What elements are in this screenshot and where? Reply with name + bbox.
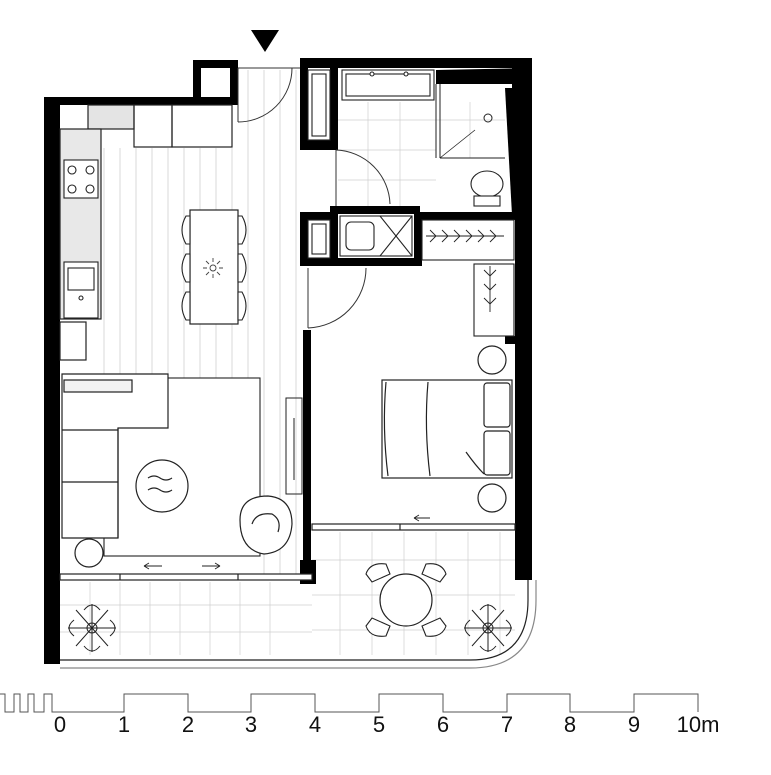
scale-label-3: 3 bbox=[244, 712, 258, 737]
hangers bbox=[426, 229, 504, 312]
scale-label-6: 6 bbox=[436, 712, 450, 737]
living-sliding-door[interactable] bbox=[59, 562, 313, 581]
sink-icon bbox=[63, 261, 99, 319]
cooktop-icon bbox=[63, 159, 99, 199]
bed bbox=[381, 379, 513, 479]
balcony-chairs bbox=[365, 563, 447, 637]
wardrobe bbox=[421, 219, 515, 337]
scale-label-10m: 10m bbox=[676, 712, 720, 737]
scale-label-4: 4 bbox=[308, 712, 322, 737]
walls bbox=[44, 58, 532, 664]
side-stool bbox=[74, 538, 104, 568]
shower bbox=[435, 84, 505, 159]
dining-chairs bbox=[181, 215, 247, 321]
armchair bbox=[239, 495, 293, 555]
dining-table bbox=[189, 209, 239, 325]
vanity bbox=[341, 69, 435, 101]
laundry bbox=[339, 215, 413, 257]
flower-icon bbox=[203, 258, 223, 278]
balcony-edge bbox=[60, 580, 537, 669]
scale-label-8: 8 bbox=[563, 712, 577, 737]
scale-label-2: 2 bbox=[181, 712, 195, 737]
plant-right-icon bbox=[464, 604, 512, 652]
bedroom-sliding-door[interactable] bbox=[311, 514, 516, 531]
shaft-cupboards bbox=[307, 69, 331, 259]
bathroom-door[interactable] bbox=[335, 149, 391, 206]
scale-label-9: 9 bbox=[627, 712, 641, 737]
scale-label-0: 0 bbox=[53, 712, 67, 737]
scale-label-1: 1 bbox=[117, 712, 131, 737]
coffee-table bbox=[135, 459, 189, 513]
entry-door[interactable] bbox=[237, 67, 300, 123]
scale-bar bbox=[0, 693, 699, 713]
plant-left-icon bbox=[68, 604, 116, 652]
balcony-table bbox=[379, 573, 433, 627]
bedside-tables bbox=[477, 345, 507, 513]
scale-label-5: 5 bbox=[372, 712, 386, 737]
toilet-icon bbox=[470, 170, 504, 207]
bedroom-door[interactable] bbox=[307, 267, 367, 329]
tv-unit bbox=[285, 397, 303, 495]
scale-label-7: 7 bbox=[500, 712, 514, 737]
entry-arrow-icon bbox=[251, 30, 279, 52]
bathroom-tiles bbox=[338, 102, 505, 212]
sofa bbox=[61, 373, 169, 539]
